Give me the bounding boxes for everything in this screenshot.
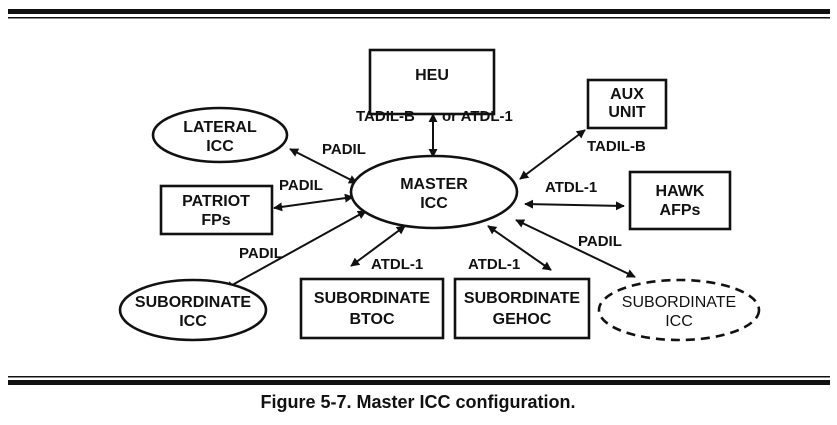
link-hawk-master [524,199,625,211]
link-label-sub-right-padil: PADIL [578,233,622,250]
node-subordinate-icc-right-label-2: ICC [665,313,693,330]
node-master-icc-label-2: ICC [420,195,448,212]
link-label-heu-or-atdl-1: or ATDL-1 [442,108,513,125]
link-btoc-master [350,225,406,267]
bottom-rule-thick [8,380,830,385]
node-subordinate-gehoc-label-1: SUBORDINATE [464,290,580,307]
node-hawk-afps-label-1: HAWK [656,183,705,200]
node-hawk-afps: HAWK AFPs [628,170,732,231]
node-subordinate-icc-right-label-1: SUBORDINATE [622,294,736,311]
top-rule-thin [8,17,830,19]
node-master-icc-label-1: MASTER [400,176,468,193]
node-patriot-fps-label-2: FPs [201,212,230,229]
link-aux-master [519,129,586,180]
node-hawk-afps-label-2: AFPs [660,202,701,219]
link-label-sub-left-padil: PADIL [239,245,283,262]
node-subordinate-btoc-label-2: BTOC [349,311,394,328]
link-patriot-master [273,193,354,212]
node-lateral-icc-label-2: ICC [206,138,234,155]
node-subordinate-icc-left-label-2: ICC [179,313,207,330]
bottom-rule-thin [8,376,830,378]
link-label-patriot-padil: PADIL [279,177,323,194]
node-aux-unit-label-2: UNIT [608,104,646,121]
node-subordinate-icc-right: SUBORDINATE ICC [597,278,761,342]
node-subordinate-btoc: SUBORDINATE BTOC [299,277,445,340]
link-sub-left-master [224,210,367,290]
node-lateral-icc-label-1: LATERAL [183,119,257,136]
node-subordinate-icc-left: SUBORDINATE ICC [118,278,268,342]
link-label-aux-tadil-b: TADIL-B [587,138,646,155]
link-label-heu-tadil-b: TADIL-B [356,108,415,125]
link-sub-right-master [515,219,636,278]
link-label-hawk-atdl-1: ATDL-1 [545,179,597,196]
link-label-gehoc-atdl-1: ATDL-1 [468,256,520,273]
node-patriot-fps-label-1: PATRIOT [182,193,250,210]
link-label-lateral-padil: PADIL [322,141,366,158]
figure-caption: Figure 5-7. Master ICC configuration. [260,392,575,412]
node-patriot-fps: PATRIOT FPs [159,184,274,236]
node-subordinate-btoc-label-1: SUBORDINATE [314,290,430,307]
node-aux-unit-label-1: AUX [610,86,644,103]
node-subordinate-gehoc: SUBORDINATE GEHOC [453,277,591,340]
link-lateral-master [289,148,358,184]
node-aux-unit: AUX UNIT [586,78,668,130]
link-label-btoc-atdl-1: ATDL-1 [371,256,423,273]
node-subordinate-gehoc-label-2: GEHOC [493,311,552,328]
node-lateral-icc: LATERAL ICC [151,106,289,164]
node-subordinate-icc-left-label-1: SUBORDINATE [135,294,251,311]
node-master-icc: MASTER ICC [349,154,519,230]
node-heu-label-1: HEU [415,67,449,84]
node-heu: HEU [368,48,496,116]
top-rule-thick [8,9,830,14]
